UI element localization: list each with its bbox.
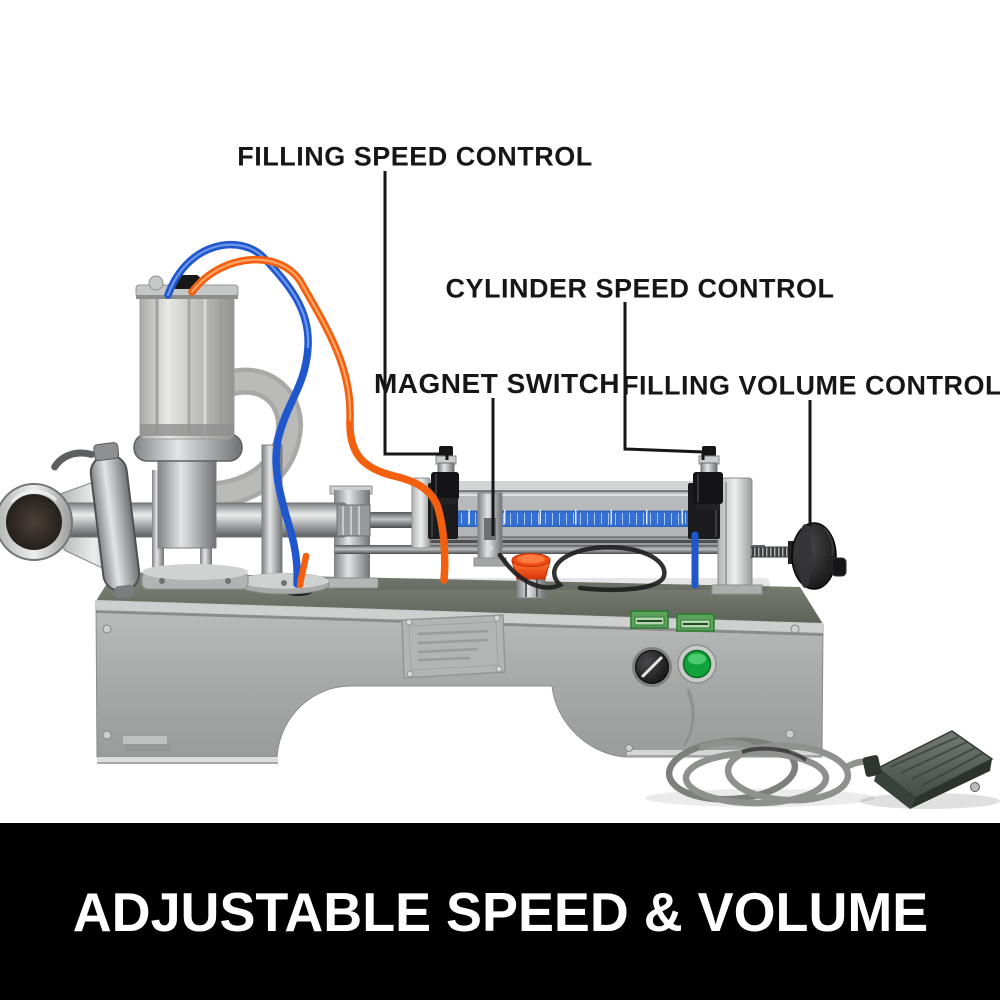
label-magnet-switch: MAGNET SWITCH [373, 368, 621, 399]
scale-ruler [429, 509, 721, 528]
volume-knob [750, 522, 847, 590]
label-cylinder-speed-control: CYLINDER SPEED CONTROL [445, 273, 835, 304]
sensor-cable [497, 545, 667, 593]
start-button [677, 644, 717, 684]
orange-tube [188, 255, 449, 589]
power-knob [632, 647, 672, 687]
green-label-left [630, 610, 669, 629]
piston-coupling [336, 504, 424, 537]
tri-clamp [51, 442, 141, 599]
serial-label [123, 736, 170, 751]
banner-text: ADJUSTABLE SPEED & VOLUME [72, 880, 928, 943]
machine-base [95, 572, 824, 764]
vertical-cylinder [133, 275, 249, 590]
pedal-cable [645, 737, 1000, 809]
base-left-foot [97, 757, 278, 763]
base-front-face [95, 600, 824, 758]
base-screws [102, 624, 800, 752]
label-filling-volume-control: FILLING VOLUME CONTROL [622, 370, 1000, 401]
filling-nozzle-assembly [0, 442, 348, 599]
banner: ADJUSTABLE SPEED & VOLUME [0, 823, 1000, 1000]
spec-plate [401, 614, 506, 679]
callout-line-filling-speed [383, 171, 449, 460]
speed-valve-right [693, 446, 723, 510]
support-column [238, 444, 330, 595]
guide-rod [335, 545, 765, 554]
green-label-right [676, 613, 715, 632]
callout-line-cylinder-speed [623, 302, 705, 460]
foot-pedal [862, 730, 994, 809]
label-filling-speed-control: FILLING SPEED CONTROL [237, 141, 593, 172]
